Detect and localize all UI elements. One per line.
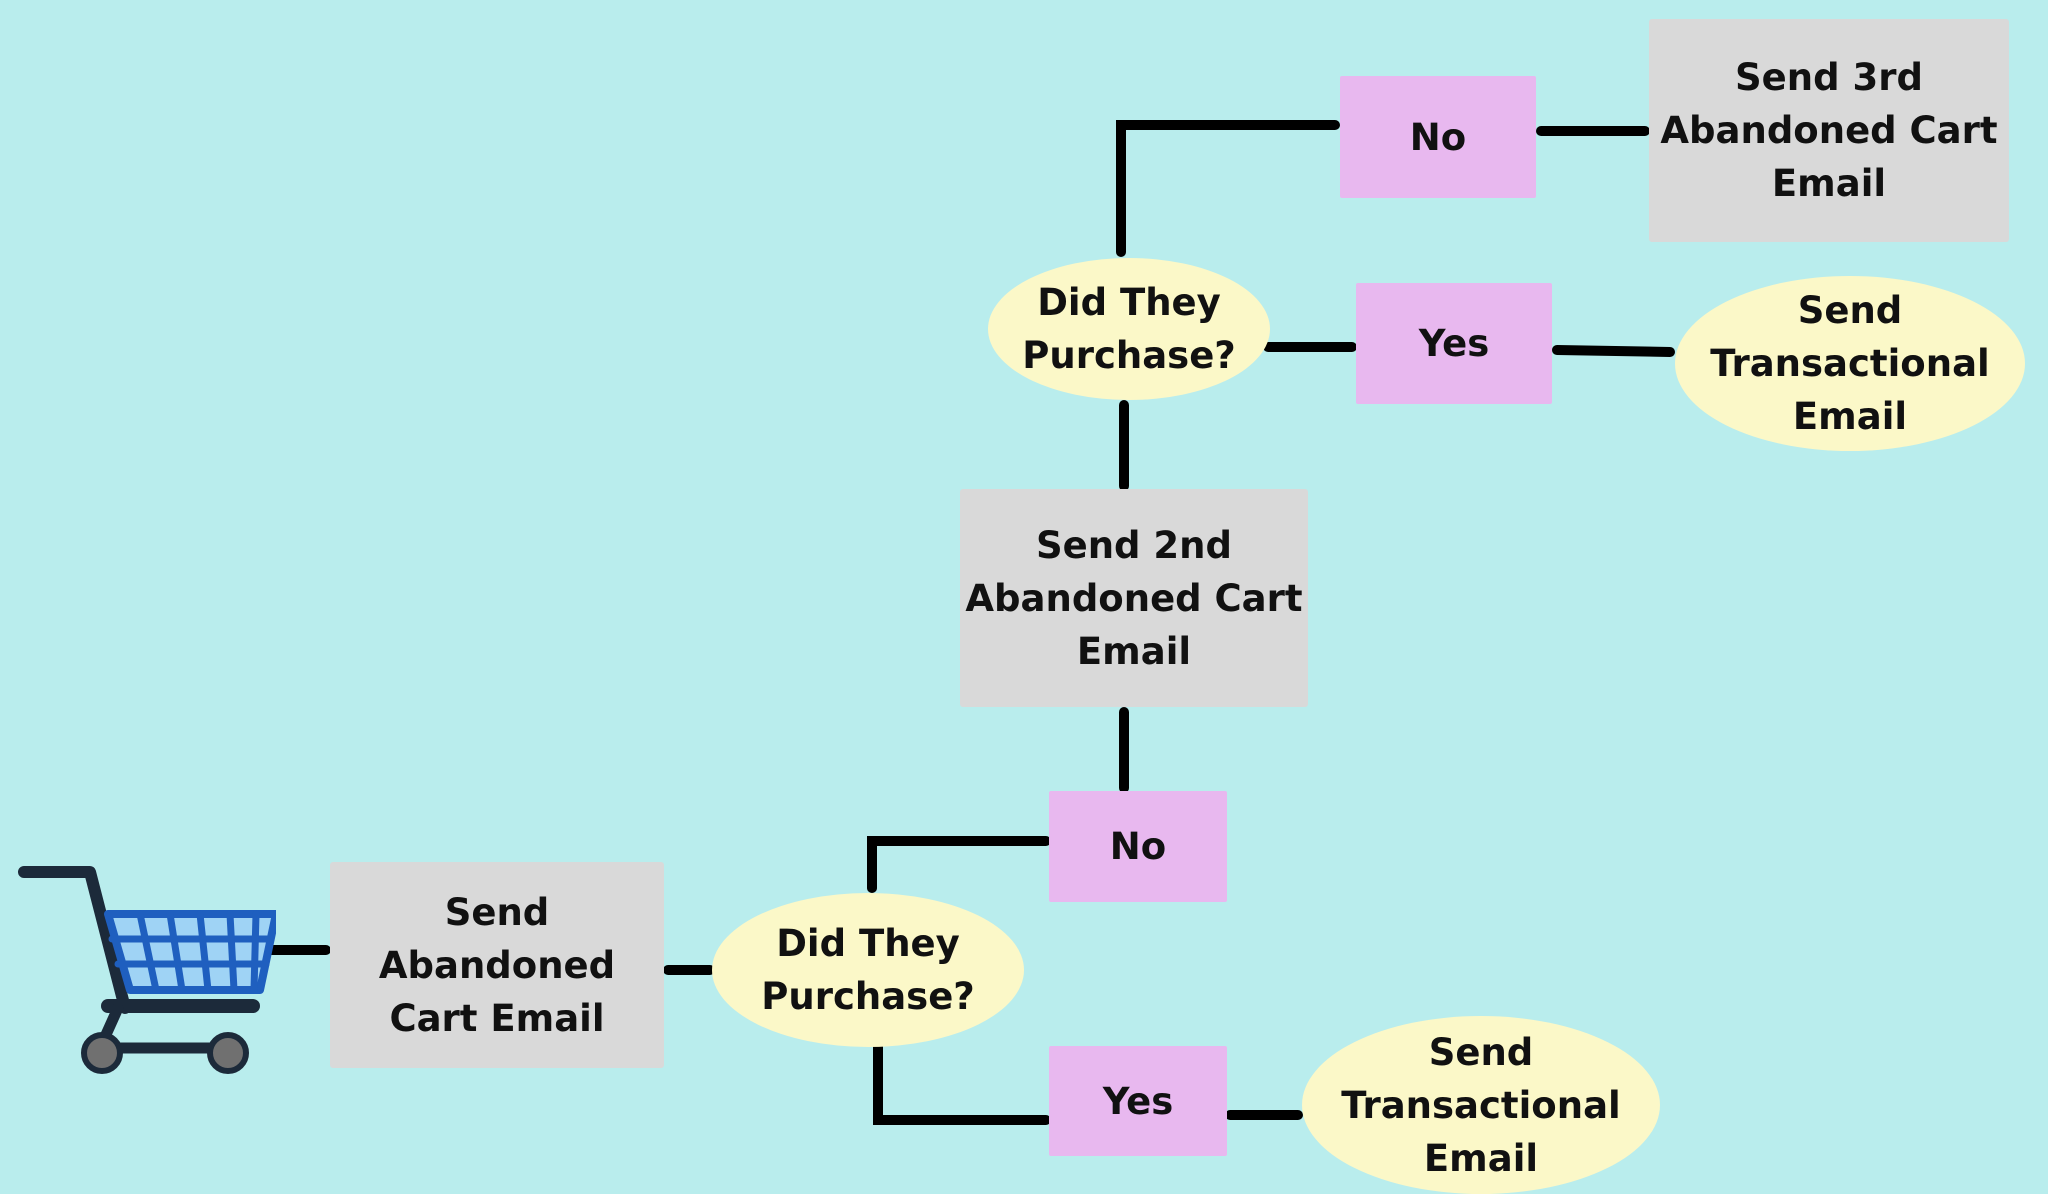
send-transactional-email-2: Send Transactional Email: [1675, 276, 2025, 451]
connector-decision-1-to-no-1: [867, 836, 1051, 893]
send-abandoned-cart-email-box: Send Abandoned Cart Email: [330, 862, 664, 1068]
send-second-abandoned-cart-email-box: Send 2nd Abandoned Cart Email: [960, 489, 1308, 707]
purchase-decision-1: Did They Purchase?: [712, 893, 1024, 1047]
yes-answer-2: Yes: [1356, 283, 1552, 404]
no-answer-2: No: [1340, 76, 1536, 198]
shopping-cart-icon: [18, 866, 276, 1074]
connector-yes-2-to-transactional-2: [1552, 345, 1675, 357]
connector-decision-2-to-no-2: [1116, 120, 1340, 257]
send-transactional-email-1: Send Transactional Email: [1302, 1016, 1660, 1194]
no-answer-1: No: [1049, 791, 1227, 902]
purchase-decision-2: Did They Purchase?: [988, 258, 1270, 400]
send-third-abandoned-cart-email-box: Send 3rd Abandoned Cart Email: [1649, 19, 2009, 242]
connector-decision-1-to-yes-1: [873, 1042, 1051, 1125]
yes-answer-1: Yes: [1049, 1046, 1227, 1156]
